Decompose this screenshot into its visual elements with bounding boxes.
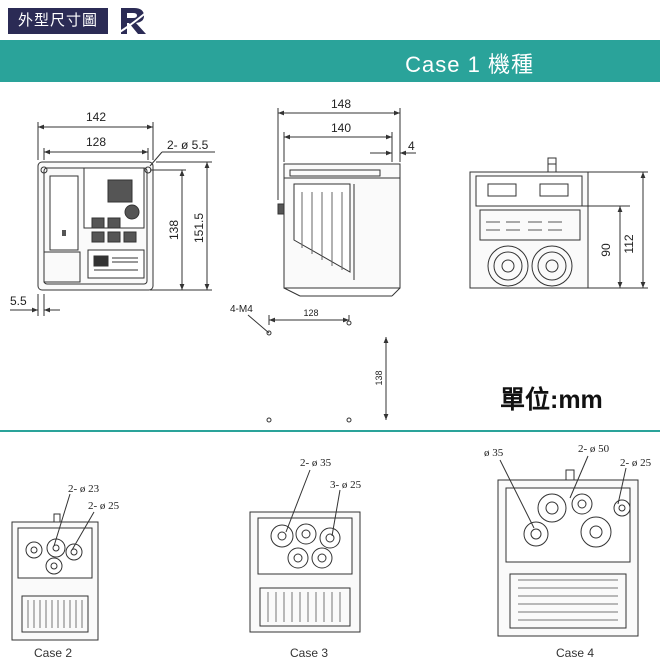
dim-128: 128	[86, 135, 106, 149]
case3-callout-b: 3- ø 25	[330, 479, 362, 491]
case4-callout-b: 2- ø 50	[578, 443, 610, 455]
case-3-drawing	[249, 469, 361, 633]
dim-148: 148	[331, 97, 351, 111]
dim-90: 90	[599, 243, 613, 257]
model-banner: Case 1 機種	[0, 40, 660, 82]
dim-5-5: 5.5	[10, 294, 27, 308]
case-4-drawing	[497, 455, 639, 637]
case2-callout-a: 2- ø 23	[68, 483, 100, 495]
side-view	[277, 108, 416, 297]
page-title: 外型尺寸圖	[8, 8, 109, 34]
case-4-label: Case 4	[556, 646, 595, 660]
dim-4: 4	[408, 139, 415, 153]
case3-callout-a: 2- ø 35	[300, 457, 332, 469]
case-3-label: Case 3	[290, 646, 329, 660]
rear-view	[469, 157, 648, 289]
case-2-label: Case 2	[34, 646, 73, 660]
unit-label: 單位:mm	[500, 386, 603, 414]
case4-callout-a: ø 35	[484, 447, 504, 459]
mount-pattern	[247, 314, 389, 423]
logo-icon	[117, 6, 149, 41]
case-drawings: 2- ø 23 2- ø 25 2- ø 35 3- ø 25	[11, 443, 652, 641]
case-2-drawing	[11, 493, 99, 641]
mount-width: 128	[303, 308, 318, 318]
mount-label: 4-M4	[230, 304, 253, 315]
dimension-drawings: 142 128 2- ø 5.5 138 151.5 5.5 148 140	[10, 97, 648, 423]
banner-title: Case 1 機種	[405, 52, 534, 77]
case4-callout-c: 2- ø 25	[620, 457, 652, 469]
front-view	[10, 122, 215, 316]
dim-142: 142	[86, 110, 106, 124]
case2-callout-b: 2- ø 25	[88, 500, 120, 512]
dim-140: 140	[331, 121, 351, 135]
dim-112: 112	[622, 234, 636, 253]
dim-hole: 2- ø 5.5	[167, 138, 209, 152]
dim-138: 138	[167, 220, 181, 240]
section-divider	[0, 430, 660, 432]
dim-151-5: 151.5	[192, 213, 206, 243]
mount-height: 138	[374, 370, 384, 385]
